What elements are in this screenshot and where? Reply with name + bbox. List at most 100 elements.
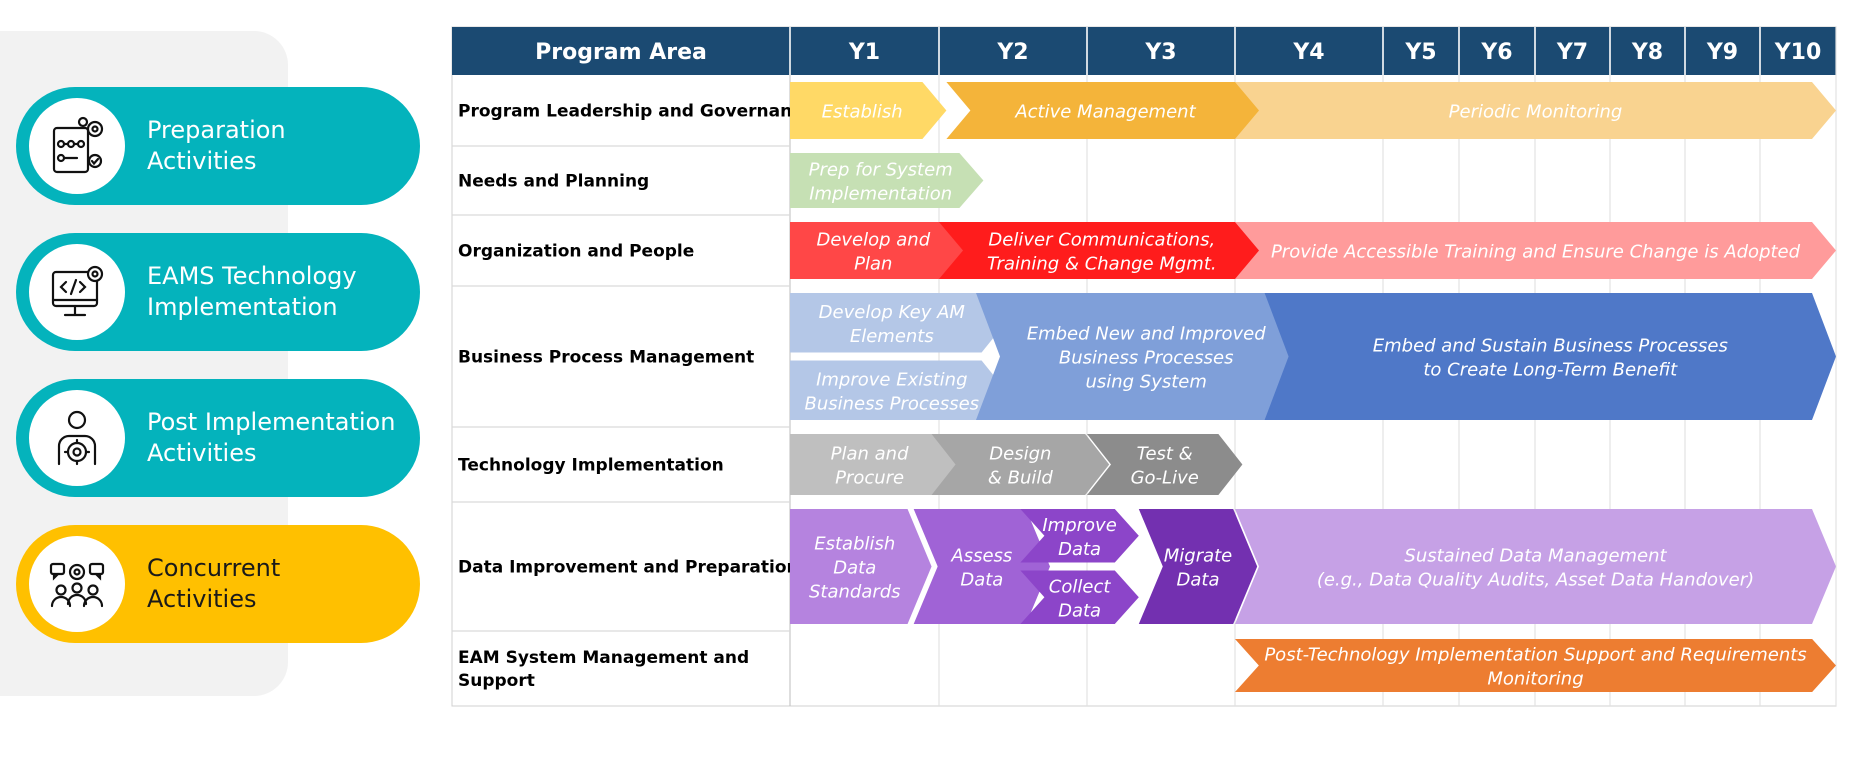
preparation-gears-icon [29, 98, 125, 194]
phase-label-line: Monitoring [1487, 669, 1583, 690]
phase-label-line: Implementation [809, 184, 952, 205]
program-area-name-line: Needs and Planning [458, 172, 649, 192]
phase-label-line: Establish [822, 102, 903, 123]
table-header-bar [452, 27, 1836, 75]
program-area-name: Organization and People [458, 242, 694, 262]
phase-label: Periodic Monitoring [1449, 102, 1623, 123]
category-pill-post-implementation: Post Implementation Activities [16, 379, 420, 497]
header-year-y6: Y6 [1480, 40, 1512, 65]
phase-chevron [1235, 639, 1836, 692]
phase-label-line: Elements [850, 326, 934, 347]
program-area-name-line: Support [458, 671, 535, 691]
phase-label-line: Business Processes [805, 393, 980, 414]
phase-label-line: Standards [809, 582, 901, 603]
phase-label-line: Improve Existing [816, 369, 967, 390]
phase-label-line: Data [1058, 539, 1101, 560]
header-year-y2: Y2 [996, 40, 1028, 65]
phase-label-line: Develop and [816, 230, 930, 251]
phase-label-line: Collect [1049, 576, 1112, 597]
phase-label-line: Develop Key AM [819, 302, 966, 323]
program-area-name: Needs and Planning [458, 172, 649, 192]
category-line2: Activities [147, 585, 257, 613]
program-area-name: Program Leadership and Governance [458, 102, 814, 122]
phase-label-line: Design [989, 444, 1051, 465]
category-line1: EAMS Technology [147, 262, 357, 290]
phase-chevron [1264, 293, 1836, 420]
phase-chevron [1235, 82, 1836, 139]
category-pill-preparation: Preparation Activities [16, 87, 420, 205]
program-area-name-line: Business Process Management [458, 348, 754, 368]
phase-chevron [790, 153, 984, 208]
phase-label: Provide Accessible Training and Ensure C… [1271, 242, 1801, 263]
phase-label-line: Improve [1042, 515, 1116, 536]
phase-label-line: Data [1177, 570, 1220, 591]
phase-label-line: Business Processes [1059, 348, 1234, 369]
phase-chevron [790, 360, 1006, 420]
category-pill-concurrent: Concurrent Activities [16, 525, 420, 643]
phase-label-line: Periodic Monitoring [1449, 102, 1623, 123]
header-year-y10: Y10 [1774, 40, 1822, 65]
phase-chevron [913, 509, 1050, 624]
header-year-y3: Y3 [1144, 40, 1176, 65]
person-gear-icon [29, 390, 125, 486]
phase-label: Deliver Communications, Training & Change… [987, 230, 1217, 275]
program-area-name-line: EAM System Management and [458, 648, 749, 668]
category-line2: Activities [147, 147, 257, 175]
phase-label-line: (e.g., Data Quality Audits, Asset Data H… [1317, 570, 1754, 591]
program-area-name-line: Data Improvement and Preparation [458, 558, 799, 578]
header-year-y4: Y4 [1292, 40, 1324, 65]
phase-label-line: Training & Change Mgmt. [987, 254, 1217, 275]
phase-label-line: Plan [854, 254, 892, 275]
phase-label-line: Deliver Communications, [988, 230, 1215, 251]
phase-label-line: Data [960, 570, 1003, 591]
phase-chevron [1087, 434, 1243, 495]
category-line1: Preparation [147, 116, 286, 144]
phase-label-line: Provide Accessible Training and Ensure C… [1271, 242, 1801, 263]
phase-label-line: Assess [950, 546, 1012, 567]
phase-label-line: using System [1085, 372, 1206, 393]
header-program-area: Program Area [535, 40, 707, 65]
phase-chevron [790, 509, 932, 624]
phase-label-line: to Create Long-Term Benefit [1423, 360, 1678, 381]
program-area-name: Data Improvement and Preparation [458, 558, 799, 578]
phase-chevron [931, 434, 1110, 495]
phase-label: Test & Go-Live [1131, 444, 1199, 489]
phase-label-line: Embed New and Improved [1027, 324, 1267, 345]
category-pill-eams-technology: EAMS Technology Implementation [16, 233, 420, 351]
program-area-name-line: Technology Implementation [458, 456, 724, 476]
phase-label-line: Procure [835, 468, 904, 489]
phase-label-line: Migrate [1164, 546, 1233, 567]
category-line2: Implementation [147, 293, 338, 321]
phase-label: Embed and Sustain Business Processes to C… [1373, 336, 1728, 381]
phase-label-line: Establish [814, 534, 895, 555]
phase-chevron [1138, 509, 1258, 624]
phase-label-line: Embed and Sustain Business Processes [1373, 336, 1728, 357]
phase-label-line: Data [833, 558, 876, 579]
phase-chevron [939, 222, 1265, 279]
header-year-y1: Y1 [848, 40, 880, 65]
phase-label: Active Management [1014, 102, 1196, 123]
phase-label-line: Data [1058, 600, 1101, 621]
phase-label-line: Plan and [831, 444, 909, 465]
header-year-y9: Y9 [1706, 40, 1738, 65]
phase-label: Establish [822, 102, 903, 123]
program-area-name: Business Process Management [458, 348, 754, 368]
phase-label: Sustained Data Management (e.g., Data Qua… [1317, 546, 1754, 591]
phase-label-line: Test & [1137, 444, 1193, 465]
phase-label-line: & Build [988, 468, 1054, 489]
phase-label: Develop Key AM Elements [819, 302, 966, 347]
phase-chevron [790, 222, 969, 279]
phase-label-line: Go-Live [1131, 468, 1199, 489]
phase-label-line: Sustained Data Management [1404, 546, 1667, 567]
phase-label: Post-Technology Implementation Support a… [1264, 645, 1806, 690]
program-area-name-line: Program Leadership and Governance [458, 102, 814, 122]
header-year-y5: Y5 [1404, 40, 1436, 65]
